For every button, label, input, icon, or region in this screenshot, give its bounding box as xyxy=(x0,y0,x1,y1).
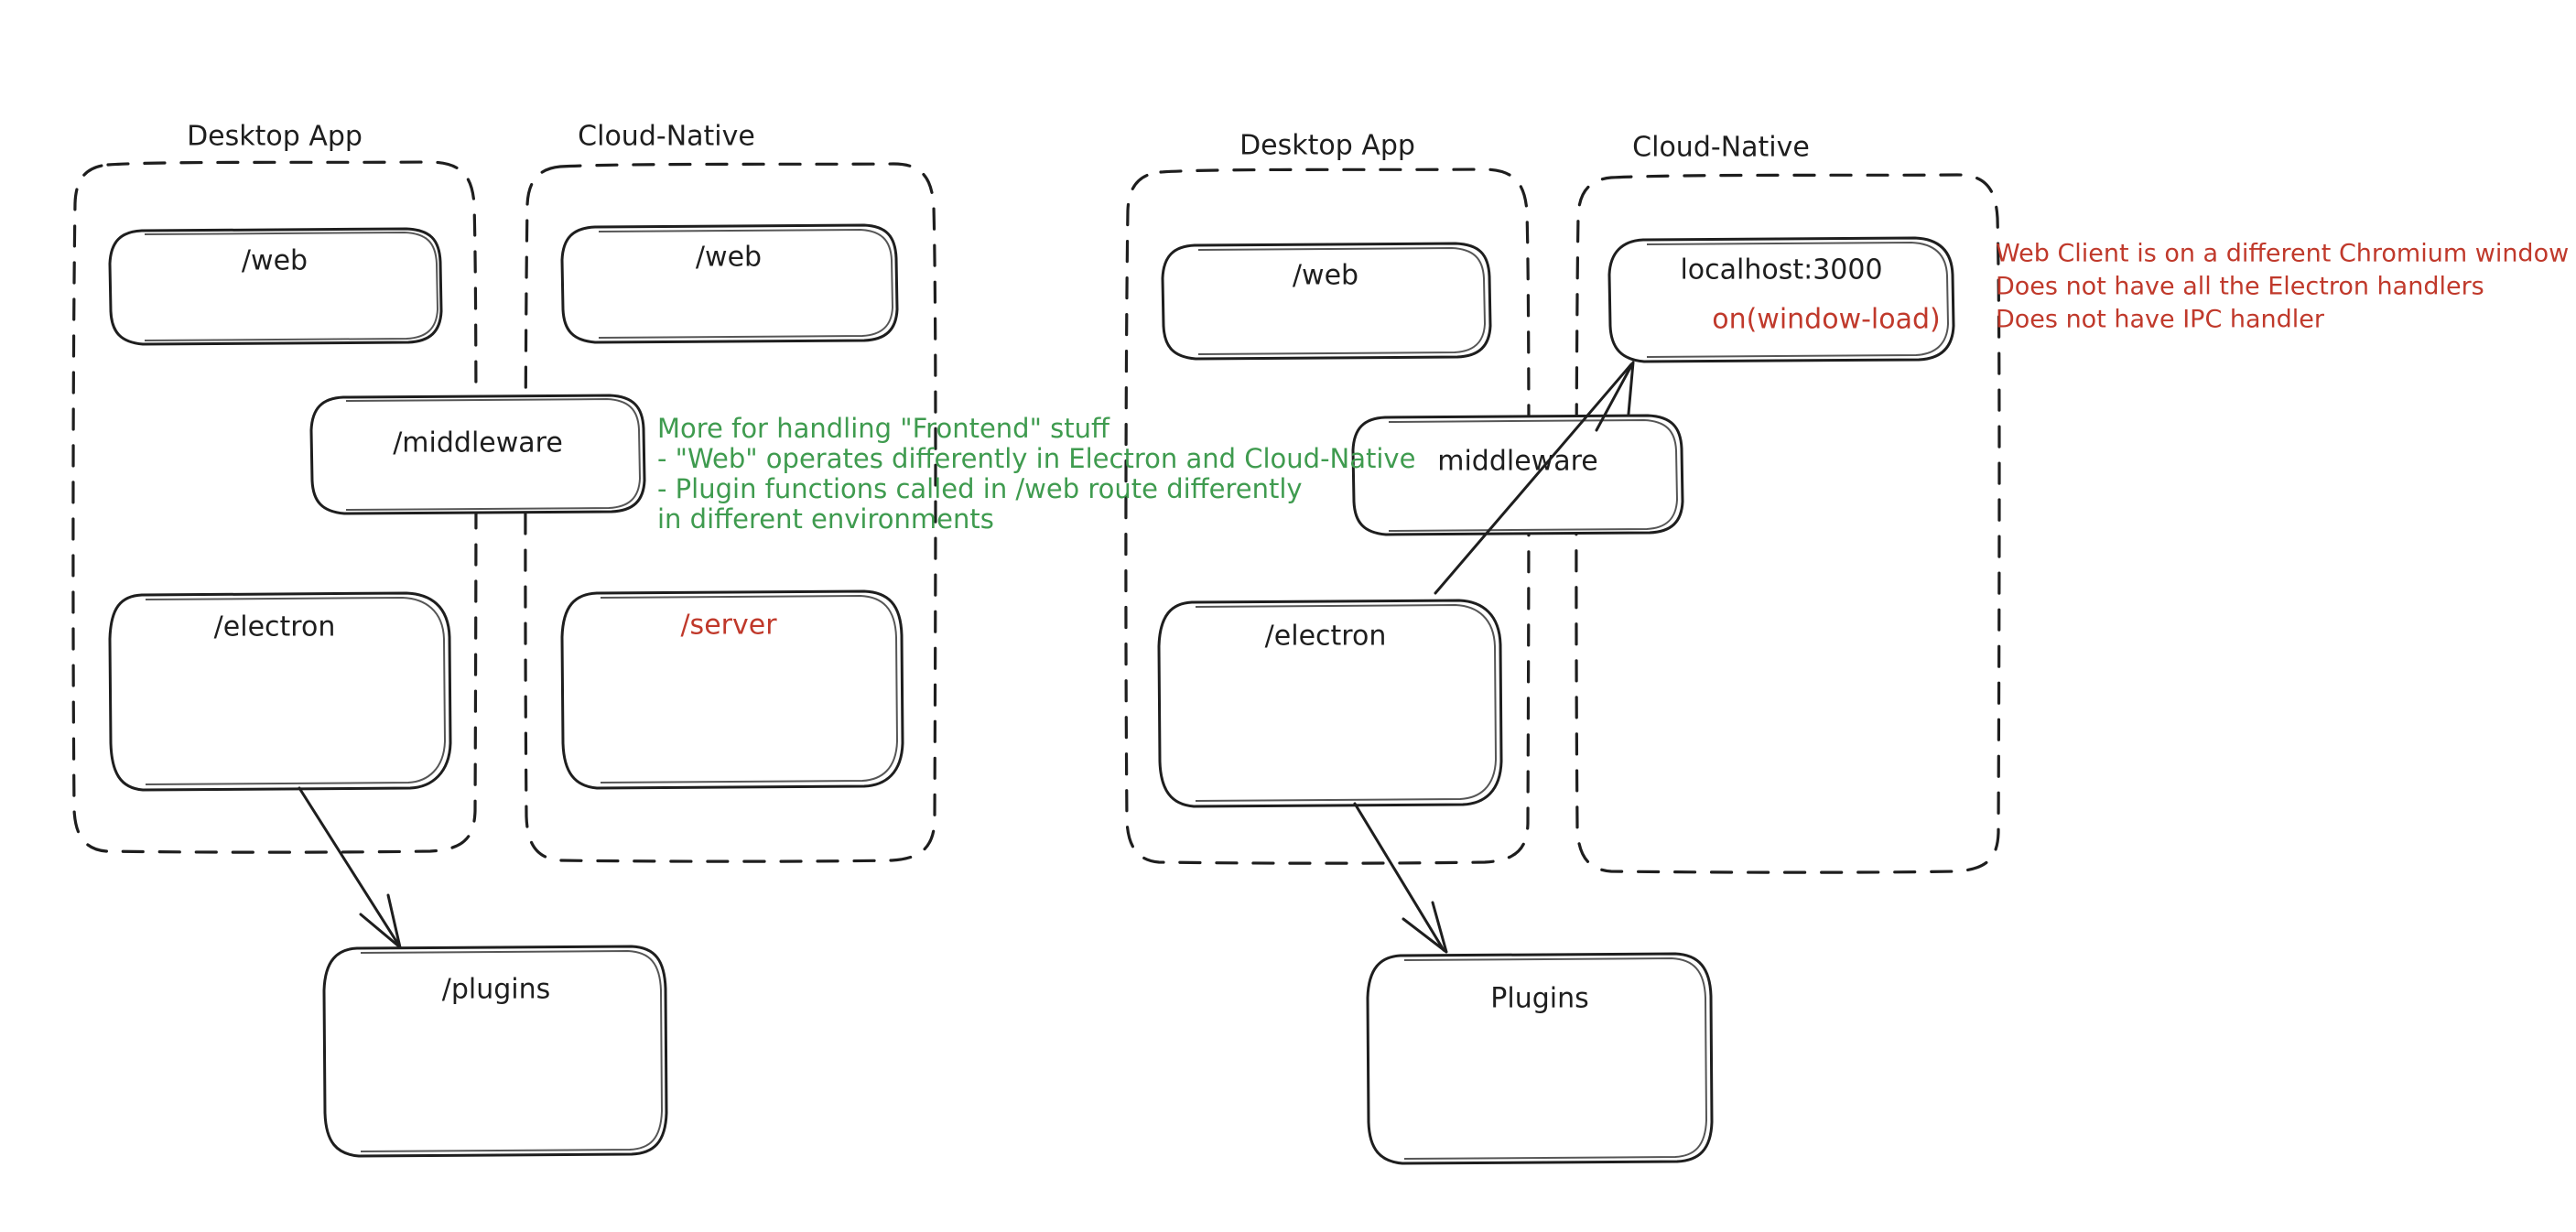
annotation-green-line-1: More for handling "Frontend" stuff xyxy=(657,413,1110,444)
node-left-web-desktop-shape xyxy=(108,227,443,346)
node-left-middleware[interactable]: /middleware xyxy=(309,394,646,515)
edge-right-electron-to-localhost-line xyxy=(1434,362,1633,595)
annotation-green-line-3: - Plugin functions called in /web route … xyxy=(657,473,1303,504)
group-left-cloud-native-label: Cloud-Native xyxy=(578,121,755,153)
node-right-middleware[interactable]: middleware xyxy=(1351,414,1684,536)
node-left-web-desktop-shape-2 xyxy=(144,232,438,341)
node-right-localhost-shape-2 xyxy=(1646,242,1949,358)
edge-left-electron-to-plugins-line xyxy=(298,786,399,945)
edge-right-electron-to-plugins xyxy=(1353,802,1448,954)
node-right-localhost-sublabel: on(window-load) xyxy=(1712,304,1941,336)
node-right-plugins[interactable]: Plugins xyxy=(1366,952,1714,1165)
edge-left-electron-to-plugins xyxy=(298,786,402,949)
node-left-plugins[interactable]: /plugins xyxy=(322,945,668,1158)
node-right-localhost-label: localhost:3000 xyxy=(1680,254,1882,286)
group-right-desktop-app-label: Desktop App xyxy=(1239,130,1415,162)
annotation-green-line-4: in different environments xyxy=(657,503,994,535)
annotation-red-line-1: Web Client is on a different Chromium wi… xyxy=(1996,240,2569,268)
node-left-electron-shape-2 xyxy=(145,597,446,785)
group-right-desktop-app-outline xyxy=(1124,168,1531,865)
group-right-cloud-native-label: Cloud-Native xyxy=(1632,132,1810,164)
node-left-web-cloud-label: /web xyxy=(696,242,762,274)
node-right-electron-shape-2 xyxy=(1195,604,1497,802)
node-left-middleware-shape-2 xyxy=(345,398,641,511)
group-left-desktop-app-outline xyxy=(71,160,478,854)
node-right-web-shape-2 xyxy=(1197,247,1486,355)
edge-right-electron-to-localhost-head xyxy=(1595,361,1635,432)
node-left-server-shape xyxy=(560,589,904,790)
node-left-server-label: /server xyxy=(680,610,777,642)
edge-right-electron-to-localhost xyxy=(1434,361,1635,595)
edge-right-electron-to-plugins-line xyxy=(1353,802,1445,952)
node-left-middleware-shape xyxy=(309,394,646,515)
node-right-plugins-label: Plugins xyxy=(1490,983,1588,1015)
node-left-web-cloud-shape-2 xyxy=(598,229,893,339)
node-left-web-cloud-shape xyxy=(560,223,899,344)
node-right-localhost-shape xyxy=(1607,236,1955,363)
node-left-plugins-shape-2 xyxy=(360,950,663,1152)
node-right-plugins-shape-2 xyxy=(1403,957,1707,1160)
group-left-desktop-app-label: Desktop App xyxy=(187,121,363,153)
node-right-middleware-shape xyxy=(1351,414,1684,536)
node-right-web-label: /web xyxy=(1293,260,1358,292)
annotation-green-line-2: - "Web" operates differently in Electron… xyxy=(657,443,1415,474)
node-right-electron[interactable]: /electron xyxy=(1157,599,1503,808)
node-left-web-cloud[interactable]: /web xyxy=(560,223,899,344)
node-left-server-shape-2 xyxy=(600,595,898,784)
node-right-middleware-label: middleware xyxy=(1437,446,1598,478)
group-left-desktop-app[interactable]: Desktop App xyxy=(71,121,478,854)
node-left-plugins-label: /plugins xyxy=(442,974,551,1006)
node-left-electron-shape xyxy=(108,591,452,792)
node-right-plugins-shape xyxy=(1366,952,1714,1165)
node-right-web-shape xyxy=(1161,242,1492,361)
edge-left-electron-to-plugins-head xyxy=(359,893,402,949)
group-right-cloud-native[interactable]: Cloud-Native xyxy=(1575,132,2001,874)
node-right-electron-label: /electron xyxy=(1265,621,1387,653)
node-right-web[interactable]: /web xyxy=(1161,242,1492,361)
edge-right-electron-to-plugins-head xyxy=(1402,901,1448,954)
node-right-localhost[interactable]: localhost:3000 on(window-load) xyxy=(1607,236,1955,363)
node-left-electron-label: /electron xyxy=(214,611,336,643)
node-left-server[interactable]: /server xyxy=(560,589,904,790)
node-left-middleware-label: /middleware xyxy=(393,427,563,459)
node-left-web-desktop-label: /web xyxy=(242,245,308,277)
node-left-web-desktop[interactable]: /web xyxy=(108,227,443,346)
node-left-electron[interactable]: /electron xyxy=(108,591,452,792)
annotation-red-line-3: Does not have IPC handler xyxy=(1996,306,2325,334)
node-right-middleware-shape-2 xyxy=(1388,419,1678,532)
annotation-red-note: Web Client is on a different Chromium wi… xyxy=(1996,240,2569,334)
annotation-red-line-2: Does not have all the Electron handlers xyxy=(1996,273,2484,301)
node-right-electron-shape xyxy=(1157,599,1503,808)
node-left-plugins-shape xyxy=(322,945,668,1158)
group-right-desktop-app[interactable]: Desktop App xyxy=(1124,130,1531,865)
annotation-green-note: More for handling "Frontend" stuff - "We… xyxy=(657,413,1415,535)
